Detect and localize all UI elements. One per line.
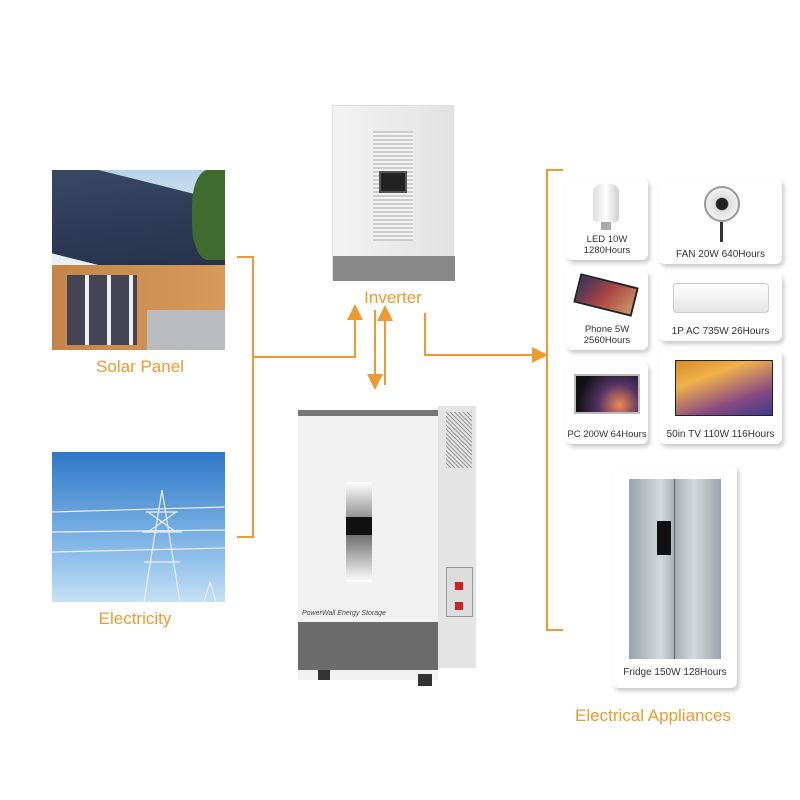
arrow-to-appliances bbox=[424, 313, 548, 363]
appliance-fan: FAN 20W 640Hours bbox=[659, 178, 782, 264]
power-tower-photo bbox=[52, 452, 225, 602]
appliance-pc: PC 200W 64Hours bbox=[566, 362, 648, 444]
pc-label: PC 200W 64Hours bbox=[567, 429, 647, 440]
ac-label: 1P AC 735W 26Hours bbox=[671, 326, 770, 337]
appliance-ac: 1P AC 735W 26Hours bbox=[659, 273, 782, 341]
led-label: LED 10W bbox=[586, 234, 628, 245]
appliance-tv: 50in TV 110W 116Hours bbox=[659, 350, 782, 444]
appliance-fridge: Fridge 150W 128Hours bbox=[613, 465, 737, 688]
electricity-label: Electricity bbox=[98, 609, 172, 628]
solar-panel-label: Solar Panel bbox=[96, 357, 184, 376]
appliances-bracket bbox=[546, 169, 563, 631]
tv-label: 50in TV 110W 116Hours bbox=[666, 429, 775, 440]
fan-label: FAN 20W 640Hours bbox=[676, 249, 765, 260]
inverter-image bbox=[332, 105, 455, 281]
battery-image: PowerWall Energy Storage bbox=[298, 402, 478, 687]
fridge-label: Fridge 150W 128Hours bbox=[623, 667, 727, 678]
phone-hours: 2560Hours bbox=[583, 335, 631, 346]
inverter-label: Inverter bbox=[364, 288, 422, 307]
electrical-appliances-label: Electrical Appliances bbox=[575, 706, 731, 725]
sources-bracket bbox=[237, 256, 254, 538]
solar-roof-photo bbox=[52, 170, 225, 350]
led-hours: 1280Hours bbox=[583, 245, 631, 256]
phone-label: Phone 5W bbox=[584, 324, 630, 335]
arrow-to-inverter bbox=[253, 304, 363, 358]
battery-brand-text: PowerWall Energy Storage bbox=[302, 610, 386, 617]
